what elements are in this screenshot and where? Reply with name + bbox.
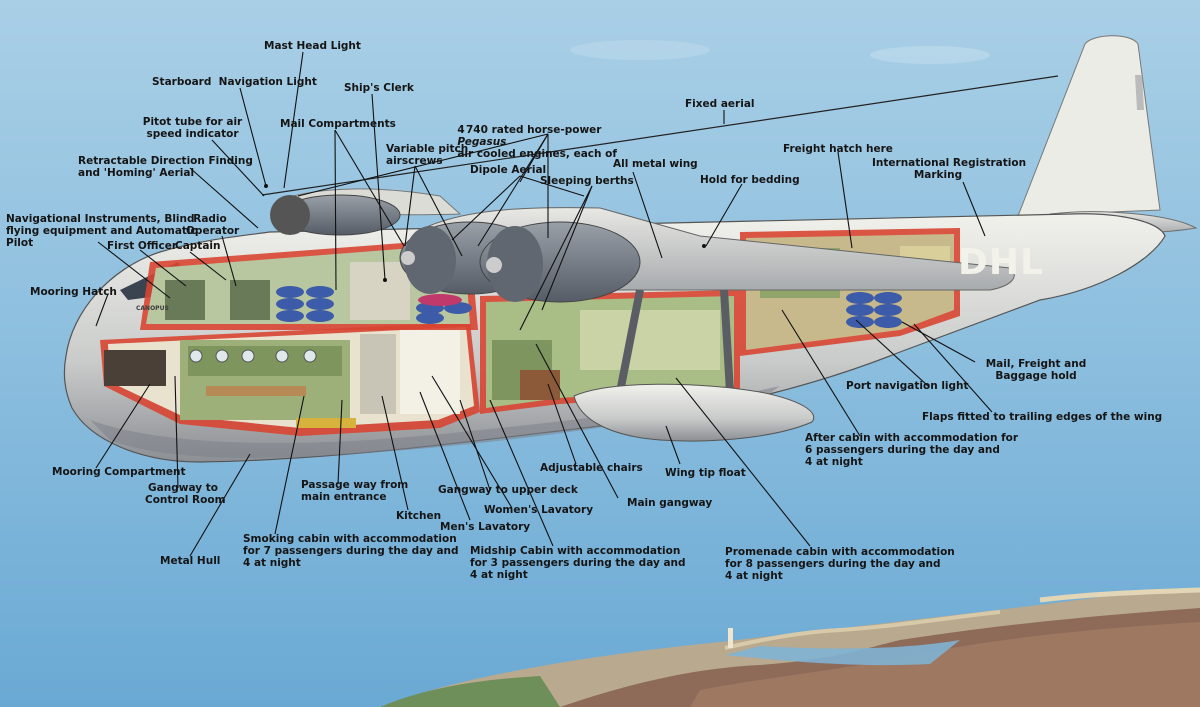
freight-sacks	[846, 292, 902, 328]
label-engines-line2: 740 rated horse-power	[466, 124, 602, 136]
label-dipole-aerial: Dipole Aerial	[470, 164, 547, 176]
label-mens-lavatory: Men's Lavatory	[440, 521, 531, 533]
label-starboard-nav-light: Starboard Navigation Light	[152, 76, 317, 88]
label-captain: Captain	[175, 240, 221, 252]
label-mooring-hatch: Mooring Hatch	[30, 286, 117, 298]
engines-model: Pegasus	[457, 136, 507, 148]
label-wing-tip-float: Wing tip float	[665, 467, 746, 479]
leader-lines	[95, 51, 993, 557]
label-all-metal-wing: All metal wing	[613, 158, 698, 170]
label-pitot-tube: Pitot tube for air speed indicator	[142, 116, 243, 140]
engine-nacelles	[270, 194, 641, 303]
cloud	[570, 40, 710, 60]
mail-sacks	[276, 286, 334, 322]
label-retractable-df: Retractable Direction Finding and 'Homin…	[78, 155, 253, 179]
label-first-officer: First Officer	[107, 240, 178, 252]
label-port-nav-light: Port navigation light	[846, 380, 969, 392]
label-nav-instruments: Navigational Instruments, Blind flying e…	[6, 213, 197, 249]
label-mooring-compartment: Mooring Compartment	[52, 466, 186, 478]
label-metal-hull: Metal Hull	[160, 555, 221, 567]
cloud	[870, 46, 990, 64]
label-gangway-upper: Gangway to upper deck	[438, 484, 578, 496]
label-sleeping-berths: Sleeping berths	[540, 175, 634, 187]
label-gangway-control: Gangway to Control Room	[145, 482, 226, 506]
label-promenade-cabin: Promenade cabin with accommodation for 8…	[725, 546, 955, 582]
wing-tip-float	[573, 289, 815, 442]
upper-deck-cutaway	[140, 238, 478, 330]
label-hold-bedding: Hold for bedding	[700, 174, 800, 186]
coastal-town	[380, 587, 1200, 707]
fixed-aerial-wire	[261, 75, 1059, 196]
label-mail-freight-hold: Mail, Freight and Baggage hold	[985, 358, 1087, 382]
label-engines: 4 Pegasus air cooled engines, each of	[450, 112, 617, 160]
label-radio-operator: Radio Operator	[186, 213, 240, 237]
label-adjustable-chairs: Adjustable chairs	[540, 462, 643, 474]
label-freight-hatch: Freight hatch here	[783, 143, 893, 155]
engines-count: 4	[457, 124, 465, 136]
hull-name: CANOPUS	[136, 305, 169, 312]
label-main-gangway: Main gangway	[627, 497, 713, 509]
engines-desc: air cooled engines, each of	[457, 148, 617, 160]
label-smoking-cabin: Smoking cabin with accommodation for 7 p…	[243, 533, 459, 569]
label-kitchen: Kitchen	[396, 510, 442, 522]
label-mail-compartments: Mail Compartments	[280, 118, 396, 130]
label-intl-registration: International Registration Marking	[872, 157, 1027, 181]
label-womens-lavatory: Women's Lavatory	[484, 504, 594, 516]
registration-marking: DHL	[958, 242, 1044, 283]
label-midship-cabin: Midship Cabin with accommodation for 3 p…	[470, 545, 686, 581]
label-variable-pitch: Variable pitch airscrews	[386, 143, 469, 167]
label-passage-way: Passage way from main entrance	[301, 479, 409, 503]
label-fixed-aerial: Fixed aerial	[685, 98, 755, 110]
label-flaps: Flaps fitted to trailing edges of the wi…	[922, 411, 1163, 423]
tail-fin	[1017, 35, 1161, 217]
label-ships-clerk: Ship's Clerk	[344, 82, 414, 94]
label-mast-head-light: Mast Head Light	[264, 40, 361, 52]
label-after-cabin: After cabin with accommodation for 6 pas…	[805, 432, 1019, 468]
